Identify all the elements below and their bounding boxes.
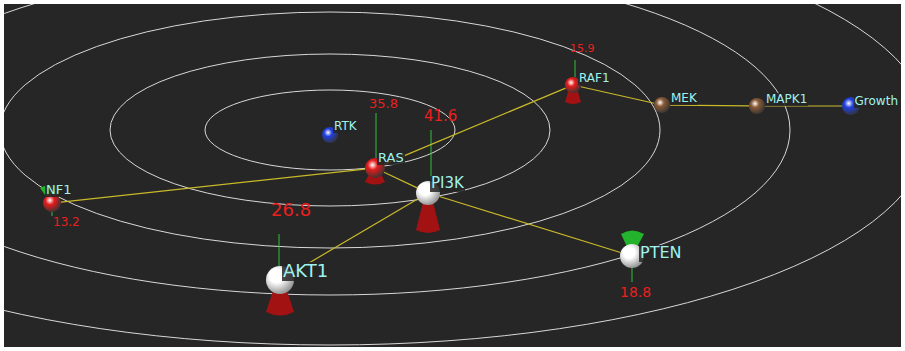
score-number: 41.6	[423, 109, 458, 125]
score-number: 18.8	[619, 285, 652, 300]
pathway-node: MEK	[654, 97, 670, 113]
pathway-link	[61, 169, 365, 202]
pathway-link	[581, 87, 654, 103]
pathway-node: MAPK1	[749, 98, 765, 114]
pathway-link	[670, 104, 749, 106]
gene-label: RAF1	[578, 72, 611, 85]
pathway-link	[439, 197, 620, 253]
gene-label: RAS	[377, 151, 405, 165]
pathway-node: Growth	[842, 97, 860, 115]
gene-label: NF1	[45, 183, 72, 197]
gene-label: MAPK1	[765, 93, 808, 106]
score-number: 35.8	[368, 97, 399, 111]
pathway-node: NF113.2	[43, 194, 61, 212]
gene-label: RTK	[333, 120, 358, 133]
pathway-node: RTK	[322, 127, 338, 143]
score-number: 26.8	[270, 201, 312, 220]
sphere-shape	[749, 98, 765, 114]
sphere-shape	[43, 194, 61, 212]
pathway-node: PI3K41.6	[416, 181, 440, 205]
pathway-node: RAF115.9	[565, 77, 581, 93]
gene-label: PI3K	[430, 176, 465, 192]
pathway-link	[384, 88, 565, 164]
gene-label: MEK	[670, 92, 698, 105]
gene-label: PTEN	[639, 245, 683, 262]
pathway-link	[384, 172, 417, 188]
score-number: 13.2	[52, 216, 81, 229]
gene-label: AKT1	[282, 262, 329, 281]
pathway-node: AKT126.8	[266, 266, 294, 294]
score-number: 15.9	[569, 43, 596, 55]
pathway-node: PTEN18.8	[620, 244, 644, 268]
canvas: RAF115.9MEKMAPK1GrowthRTKRAS35.8PI3K41.6…	[4, 4, 901, 347]
sphere-shape	[654, 97, 670, 113]
pathway-node: RAS35.8	[365, 158, 385, 178]
gene-label: Growth	[854, 95, 899, 108]
